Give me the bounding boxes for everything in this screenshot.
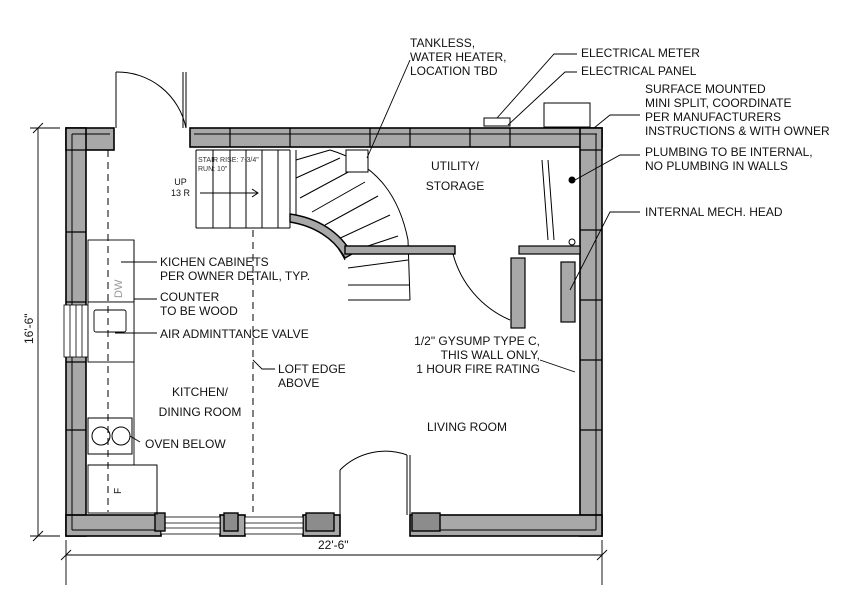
depth-dimension: 16'-6" [22, 313, 36, 344]
kitchen-cabinets-note: KICHEN CABINETS PER OWNER DETAIL, TYP. [160, 255, 311, 283]
living-room-label: LIVING ROOM [427, 420, 508, 434]
kitchen-counter [87, 239, 158, 515]
stair-rise-label: STAIR RISE: 7-3/4" RUN: 10" [198, 157, 259, 173]
mech-head-note: INTERNAL MECH. HEAD [645, 205, 783, 219]
air-valve-note: AIR ADMINTTANCE VALVE [160, 327, 309, 341]
loft-edge-note: LOFT EDGE ABOVE [278, 362, 346, 390]
gypsum-note: 1/2" GYSUMP TYPE C, THIS WALL ONLY, 1 HO… [414, 334, 540, 376]
utility-room-label: UTILITY/ STORAGE [425, 159, 485, 193]
stair-wall [289, 213, 456, 259]
kitchen-room-label: KITCHEN/ DINING ROOM [158, 385, 242, 419]
oven-note: OVEN BELOW [145, 437, 226, 451]
counter-note: COUNTER TO BE WOOD [160, 290, 238, 318]
dishwasher-label: DW [113, 279, 125, 298]
exterior-walls [65, 127, 603, 537]
stair-up-label: UP 13 R [171, 177, 191, 198]
tankless-note: TANKLESS, WATER HEATER, LOCATION TBD [410, 36, 507, 78]
mini-split-note: SURFACE MOUNTED MINI SPLIT, COORDINATE P… [645, 82, 830, 138]
dimension-lines [30, 122, 608, 585]
mini-split [543, 102, 591, 128]
front-door [115, 71, 187, 129]
electrical-panel [483, 117, 511, 127]
electrical-panel-note: ELECTRICAL PANEL [581, 64, 697, 78]
plumbing-note: PLUMBING TO BE INTERNAL, NO PLUMBING IN … [645, 145, 813, 173]
leader-lines [115, 53, 640, 443]
electrical-meter-note: ELECTRICAL METER [581, 46, 700, 60]
width-dimension: 22'-6" [318, 538, 349, 552]
bottom-door [339, 450, 411, 515]
water-heater [345, 149, 369, 173]
range [87, 417, 133, 455]
fridge-label: F [113, 487, 124, 494]
